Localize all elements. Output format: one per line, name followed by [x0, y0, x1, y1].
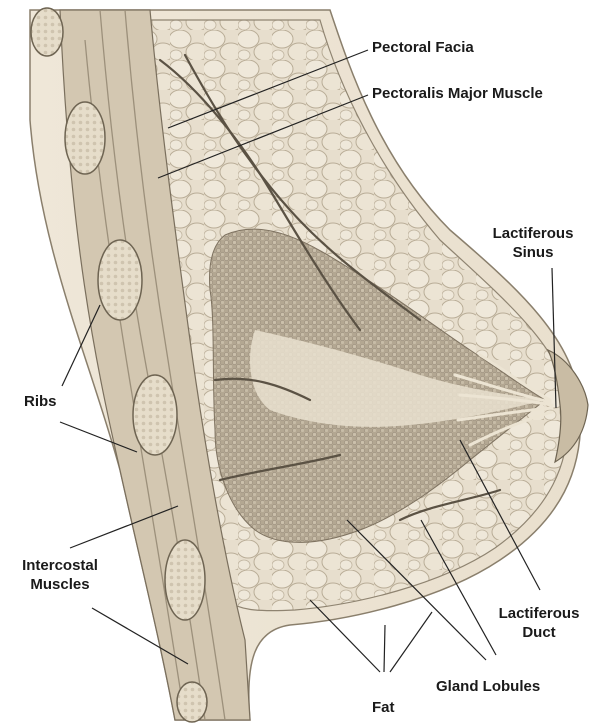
- leader-fat-3: [390, 612, 432, 672]
- label-lactiferous-duct-line2: Duct: [490, 623, 588, 642]
- rib-3: [98, 240, 142, 320]
- label-gland-lobules: Gland Lobules: [436, 677, 540, 696]
- label-lactiferous-sinus: Lactiferous Sinus: [478, 224, 588, 262]
- leader-fat-2: [384, 625, 385, 672]
- label-intercostal-muscles: Intercostal Muscles: [8, 556, 112, 594]
- label-pectoralis-major-muscle: Pectoralis Major Muscle: [372, 84, 543, 103]
- label-pectoral-facia: Pectoral Facia: [372, 38, 474, 57]
- label-ribs: Ribs: [24, 392, 57, 411]
- rib-2: [65, 102, 105, 174]
- label-lactiferous-duct: Lactiferous Duct: [490, 604, 588, 642]
- label-lactiferous-sinus-line2: Sinus: [478, 243, 588, 262]
- rib-5: [165, 540, 205, 620]
- rib-4: [133, 375, 177, 455]
- rib-6: [177, 682, 207, 722]
- label-lactiferous-sinus-line1: Lactiferous: [478, 224, 588, 243]
- label-lactiferous-duct-line1: Lactiferous: [490, 604, 588, 623]
- rib-1: [31, 8, 63, 56]
- label-intercostal-muscles-line1: Intercostal: [8, 556, 112, 575]
- label-intercostal-muscles-line2: Muscles: [8, 575, 112, 594]
- label-fat: Fat: [372, 698, 395, 717]
